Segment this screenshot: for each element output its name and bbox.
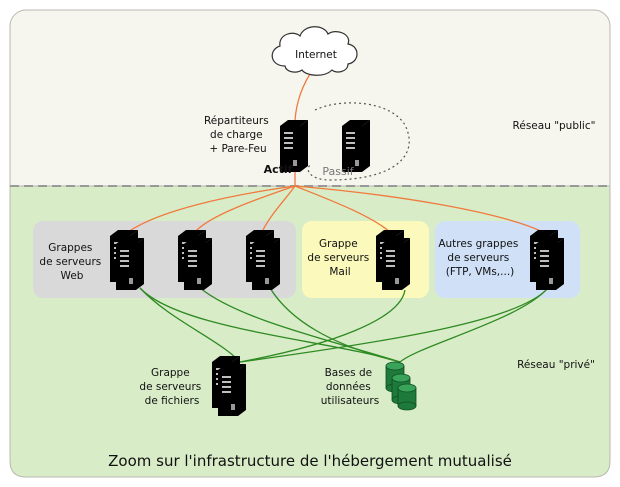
web-server-group-2-icon (178, 230, 212, 290)
private-network-label: Réseau "privé" (517, 359, 595, 371)
mail-server-group-icon (376, 230, 410, 290)
databases-label: Bases de données utilisateurs (321, 367, 379, 407)
private-links (139, 287, 549, 363)
internet-label: Internet (295, 49, 337, 61)
other-clusters-label: Autres grappes de serveurs (FTP, VMs,...… (438, 238, 521, 278)
passive-label: Passif (322, 165, 354, 178)
web-cluster-label: Grappes de serveurs Web (39, 242, 104, 282)
diagram-caption: Zoom sur l'infrastructure de l'hébergeme… (108, 452, 512, 470)
other-server-group-icon (530, 230, 564, 290)
web-server-group-3-icon (246, 230, 280, 290)
database-icon (385, 361, 417, 411)
web-cluster-box (33, 221, 296, 298)
load-balancer-label: Répartiteurs de charge + Pare-Feu (204, 115, 272, 155)
internet-cloud-icon (271, 26, 358, 76)
active-label: Actif (264, 163, 293, 176)
mail-cluster-label: Grappe de serveurs Mail (307, 238, 372, 278)
passive-link (307, 102, 410, 181)
public-network-label: Réseau "public" (513, 120, 596, 132)
file-servers-label: Grappe de serveurs de fichiers (139, 367, 204, 407)
file-server-group-icon (212, 356, 246, 416)
web-server-group-1-icon (110, 230, 144, 290)
